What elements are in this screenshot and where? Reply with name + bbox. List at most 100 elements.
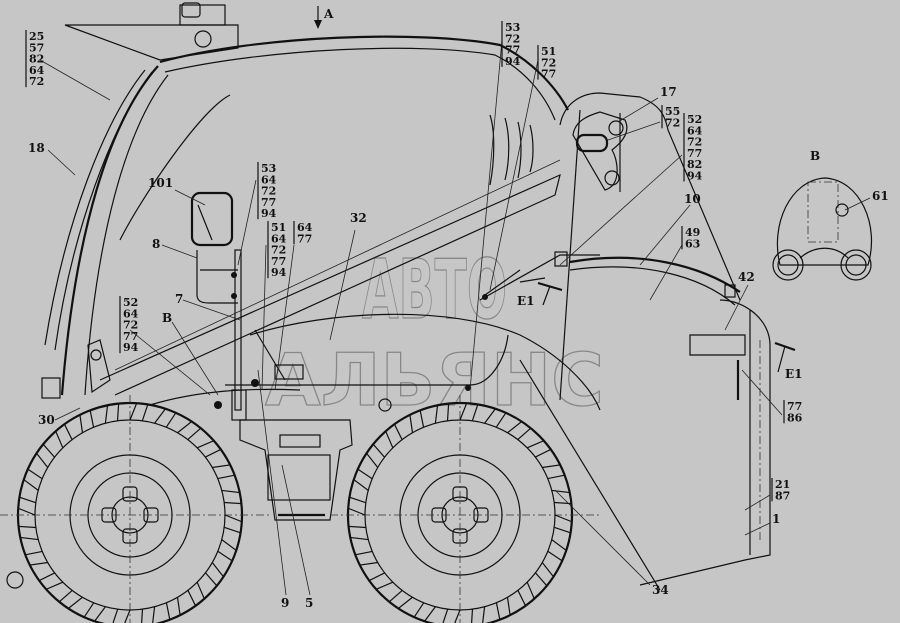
callout-number: 77 xyxy=(687,147,702,160)
leader-line xyxy=(489,59,539,291)
callout-number: 17 xyxy=(660,85,677,99)
tread-lug xyxy=(177,420,202,441)
leader-line xyxy=(39,59,111,101)
callout-number: 25 xyxy=(29,30,44,43)
callout-c42: 42 xyxy=(738,270,755,284)
leader-line xyxy=(257,369,287,596)
callout-number: 72 xyxy=(29,75,44,88)
tread-lug xyxy=(58,589,83,610)
callout-number: 77 xyxy=(297,232,312,245)
callout-number: 64 xyxy=(29,64,45,77)
tread-lug xyxy=(165,597,181,621)
leader-line xyxy=(174,189,206,206)
callout-number: 34 xyxy=(652,583,669,597)
callout-number: 32 xyxy=(350,211,367,225)
tread-lug xyxy=(551,489,573,505)
tread-lug xyxy=(547,539,567,562)
callout-number: 94 xyxy=(261,207,277,220)
cab xyxy=(41,35,569,399)
callout-number: 1 xyxy=(772,512,780,526)
leader-line xyxy=(54,407,81,421)
callout-number: 77 xyxy=(505,44,520,57)
callout-c1: 1 xyxy=(772,512,780,526)
tread-lug xyxy=(554,514,573,534)
leader-line xyxy=(281,464,311,596)
callout-number: 72 xyxy=(261,185,276,198)
tread-lug xyxy=(187,581,206,607)
callout-number: 10 xyxy=(684,192,701,206)
callout-number: 94 xyxy=(123,341,139,354)
leader-line xyxy=(607,121,661,141)
tread-lug xyxy=(212,464,236,480)
callout-number: 87 xyxy=(775,489,790,502)
tread-lug xyxy=(434,402,450,424)
callout-c17: 17 xyxy=(660,85,677,99)
callout-number: 52 xyxy=(123,296,138,309)
tread-lug xyxy=(517,581,536,607)
tread-lug xyxy=(154,408,177,428)
leader-line xyxy=(129,329,211,396)
callout-number: 53 xyxy=(261,162,276,175)
tread-lug xyxy=(347,525,369,541)
callout-number: 64 xyxy=(271,232,287,245)
callout-number: 49 xyxy=(685,226,700,239)
tread-lug xyxy=(388,589,413,610)
callout-c101: 101 xyxy=(148,176,173,190)
watermark-line2: АЛЬЯНС xyxy=(265,338,604,422)
front-wheel xyxy=(0,395,270,623)
callout-number: 72 xyxy=(541,56,556,69)
callout-number: 94 xyxy=(687,170,703,183)
callout-number: 77 xyxy=(271,255,286,268)
callout-number: 51 xyxy=(271,221,286,234)
detail-b-inset xyxy=(772,177,873,281)
callout-c5: 5 xyxy=(305,596,313,610)
callout-number: 18 xyxy=(28,141,45,155)
callout-number: 5 xyxy=(305,596,313,610)
tread-lug xyxy=(224,514,243,534)
leader-line xyxy=(469,39,503,391)
leader-line xyxy=(274,244,295,391)
leader-line xyxy=(47,149,76,176)
callout-c30: 30 xyxy=(38,413,55,427)
callout-number: 42 xyxy=(738,270,755,284)
tread-lug xyxy=(495,597,511,621)
tread-lug xyxy=(217,539,237,562)
callout-number: 7 xyxy=(175,292,183,306)
leader-line xyxy=(649,244,683,301)
leader-line xyxy=(744,522,771,536)
step-box xyxy=(239,419,353,521)
tread-lug xyxy=(347,496,366,516)
tread-lug xyxy=(24,550,48,566)
callout-number: 94 xyxy=(271,266,287,279)
leader-line xyxy=(161,244,198,259)
tread-lug xyxy=(204,562,225,587)
tread-lug xyxy=(365,443,386,468)
callout-number: 82 xyxy=(29,53,44,66)
leader-line xyxy=(554,489,651,586)
callout-number: 72 xyxy=(665,116,680,129)
callout-cB1: B xyxy=(162,311,172,325)
callout-number: 82 xyxy=(687,158,702,171)
tread-lug xyxy=(534,562,555,587)
callout-number: 101 xyxy=(148,176,173,190)
callout-number: 64 xyxy=(687,124,703,137)
tread-lug xyxy=(140,606,156,623)
callout-number: 86 xyxy=(787,411,803,424)
tread-lug xyxy=(129,402,149,421)
e1-markers xyxy=(537,281,796,373)
tread-lug xyxy=(23,468,43,491)
tread-lug xyxy=(470,606,486,623)
tread-lug xyxy=(196,439,222,458)
tread-lug xyxy=(83,602,106,622)
view-arrow-a: A xyxy=(314,6,334,29)
